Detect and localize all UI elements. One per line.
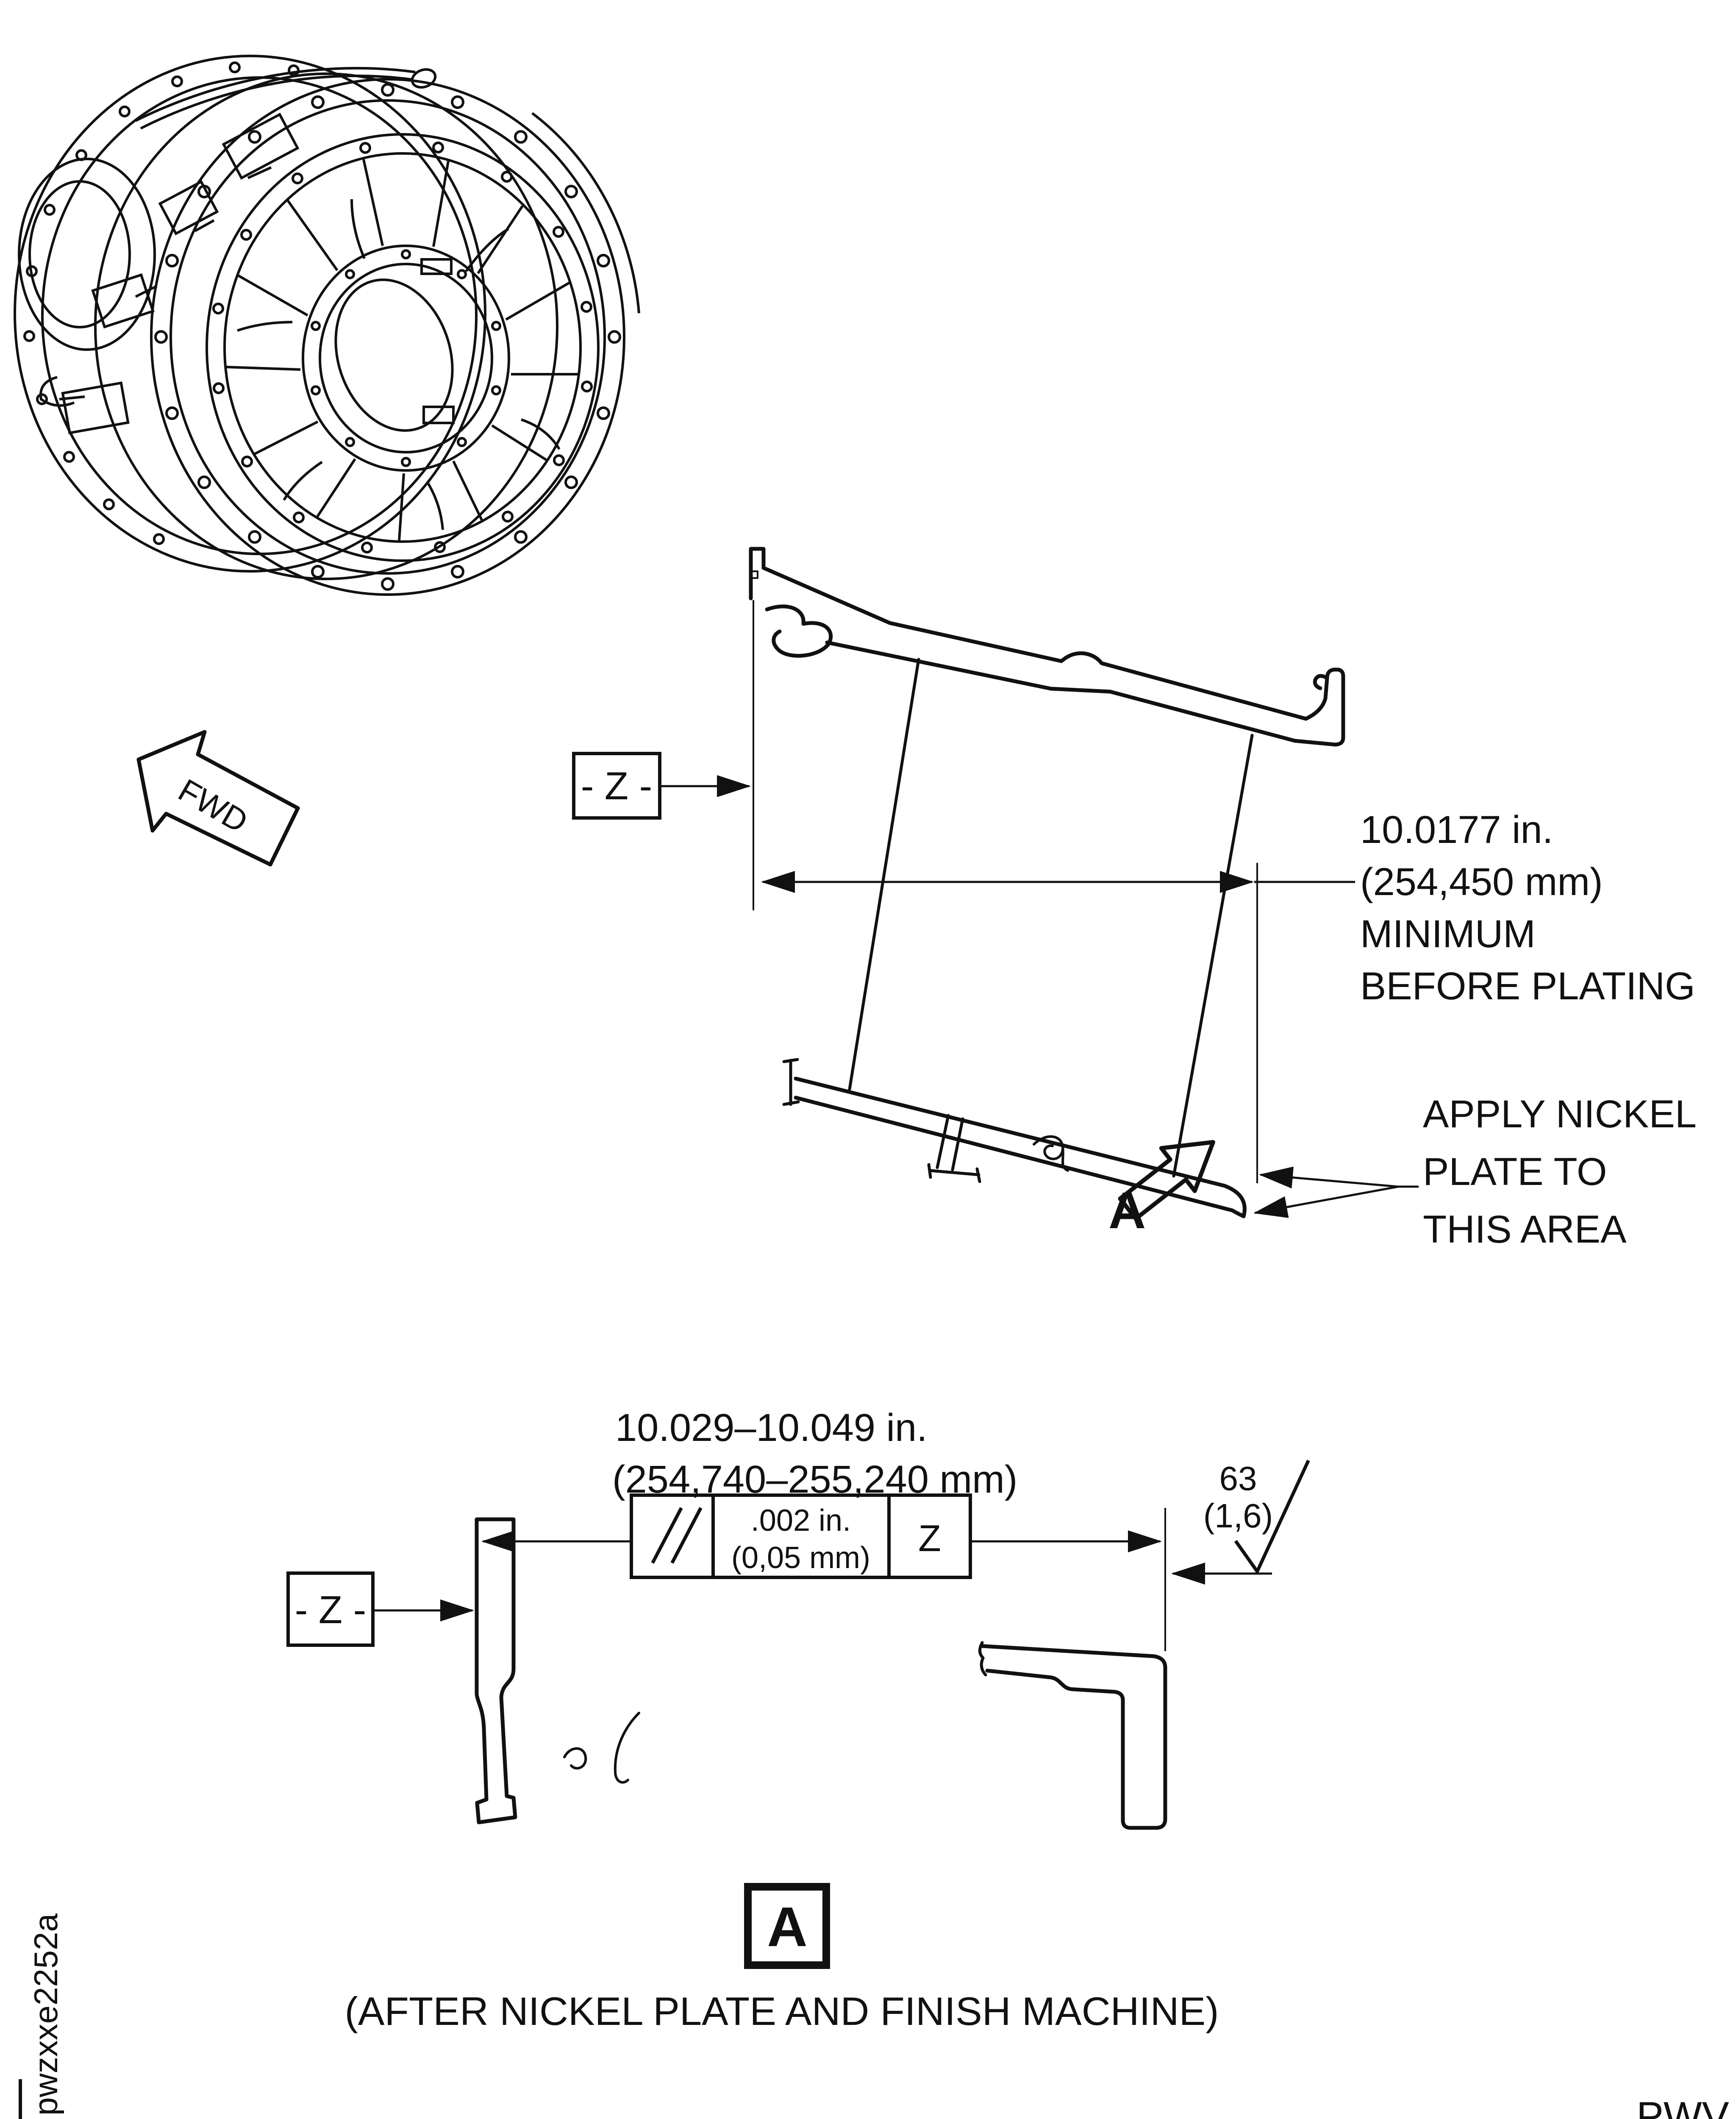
dim-line: 10.029–10.049 in.	[615, 1406, 928, 1449]
surface-finish-value: 63	[1219, 1460, 1257, 1497]
mid-datum-label: - Z -	[581, 765, 653, 808]
corner-bracket	[19, 2079, 22, 2119]
detail-view-caption: (AFTER NICKEL PLATE AND FINISH MACHINE)	[344, 1989, 1219, 2033]
note-line: 10.0177 in.	[1360, 808, 1553, 851]
fwd-direction-arrow: FWD	[136, 730, 300, 867]
top-tube-and-brackets	[39, 67, 437, 434]
blade-ring-bolt-holes	[212, 142, 593, 553]
case-cross-section	[749, 547, 1345, 1218]
nickel-note-line: THIS AREA	[1423, 1208, 1627, 1251]
mid-dimension-graphics	[753, 600, 1355, 1183]
fan-hub-isometric-drawing	[14, 55, 640, 596]
nickel-note-line: APPLY NICKEL	[1423, 1093, 1697, 1136]
surface-finish-check-icon	[1234, 1460, 1310, 1575]
open-arrow-icon	[1118, 1140, 1215, 1221]
surface-finish-callout: 63 (1,6)	[1171, 1460, 1310, 1585]
detail-a-cross-section	[475, 1517, 1167, 1830]
detail-datum-z-flag: - Z -	[286, 1571, 474, 1647]
detail-dimension-text: 10.029–10.049 in. (254,740–255,240 mm)	[612, 1406, 1017, 1501]
feature-control-frame: .002 in. (0,05 mm) Z	[630, 1493, 972, 1579]
note-line: (254,450 mm)	[1360, 860, 1603, 904]
detail-dimension-graphics	[481, 1508, 1166, 1651]
nickel-plate-callout: APPLY NICKEL PLATE TO THIS AREA	[1253, 1093, 1697, 1251]
parallelism-icon	[651, 1507, 703, 1564]
fwd-arrow-outline-icon	[136, 730, 300, 867]
figure-code-right: PWV	[1636, 2094, 1729, 2119]
figure-code-left: pwzxxe2252a	[27, 1913, 64, 2116]
rear-flange-bolt-holes	[23, 61, 300, 545]
view-a-arrow-label: A	[1108, 1182, 1146, 1239]
view-a-arrow: A	[1108, 1140, 1215, 1239]
fcf-tolerance-line: .002 in.	[751, 1504, 851, 1538]
note-line: MINIMUM	[1360, 912, 1536, 956]
nickel-note-line: PLATE TO	[1423, 1150, 1607, 1193]
mid-minimum-note: 10.0177 in. (254,450 mm) MINIMUM BEFORE …	[1360, 808, 1695, 1008]
fwd-label: FWD	[172, 772, 254, 840]
detail-view-identifier: A (AFTER NICKEL PLATE AND FINISH MACHINE…	[344, 1883, 1219, 2033]
detail-view-letter: A	[767, 1896, 807, 1958]
surface-finish-metric: (1,6)	[1203, 1497, 1273, 1535]
hub-bolt-holes	[311, 249, 501, 467]
figure-footer: pwzxxe2252a PWV	[19, 1913, 1729, 2119]
note-line: BEFORE PLATING	[1360, 965, 1695, 1008]
detail-datum-label: - Z -	[295, 1588, 367, 1632]
mid-datum-z-flag: - Z -	[572, 752, 751, 820]
fcf-tolerance-line: (0,05 mm)	[731, 1541, 870, 1575]
fan-blades	[226, 159, 578, 541]
fcf-datum-reference: Z	[918, 1517, 941, 1559]
